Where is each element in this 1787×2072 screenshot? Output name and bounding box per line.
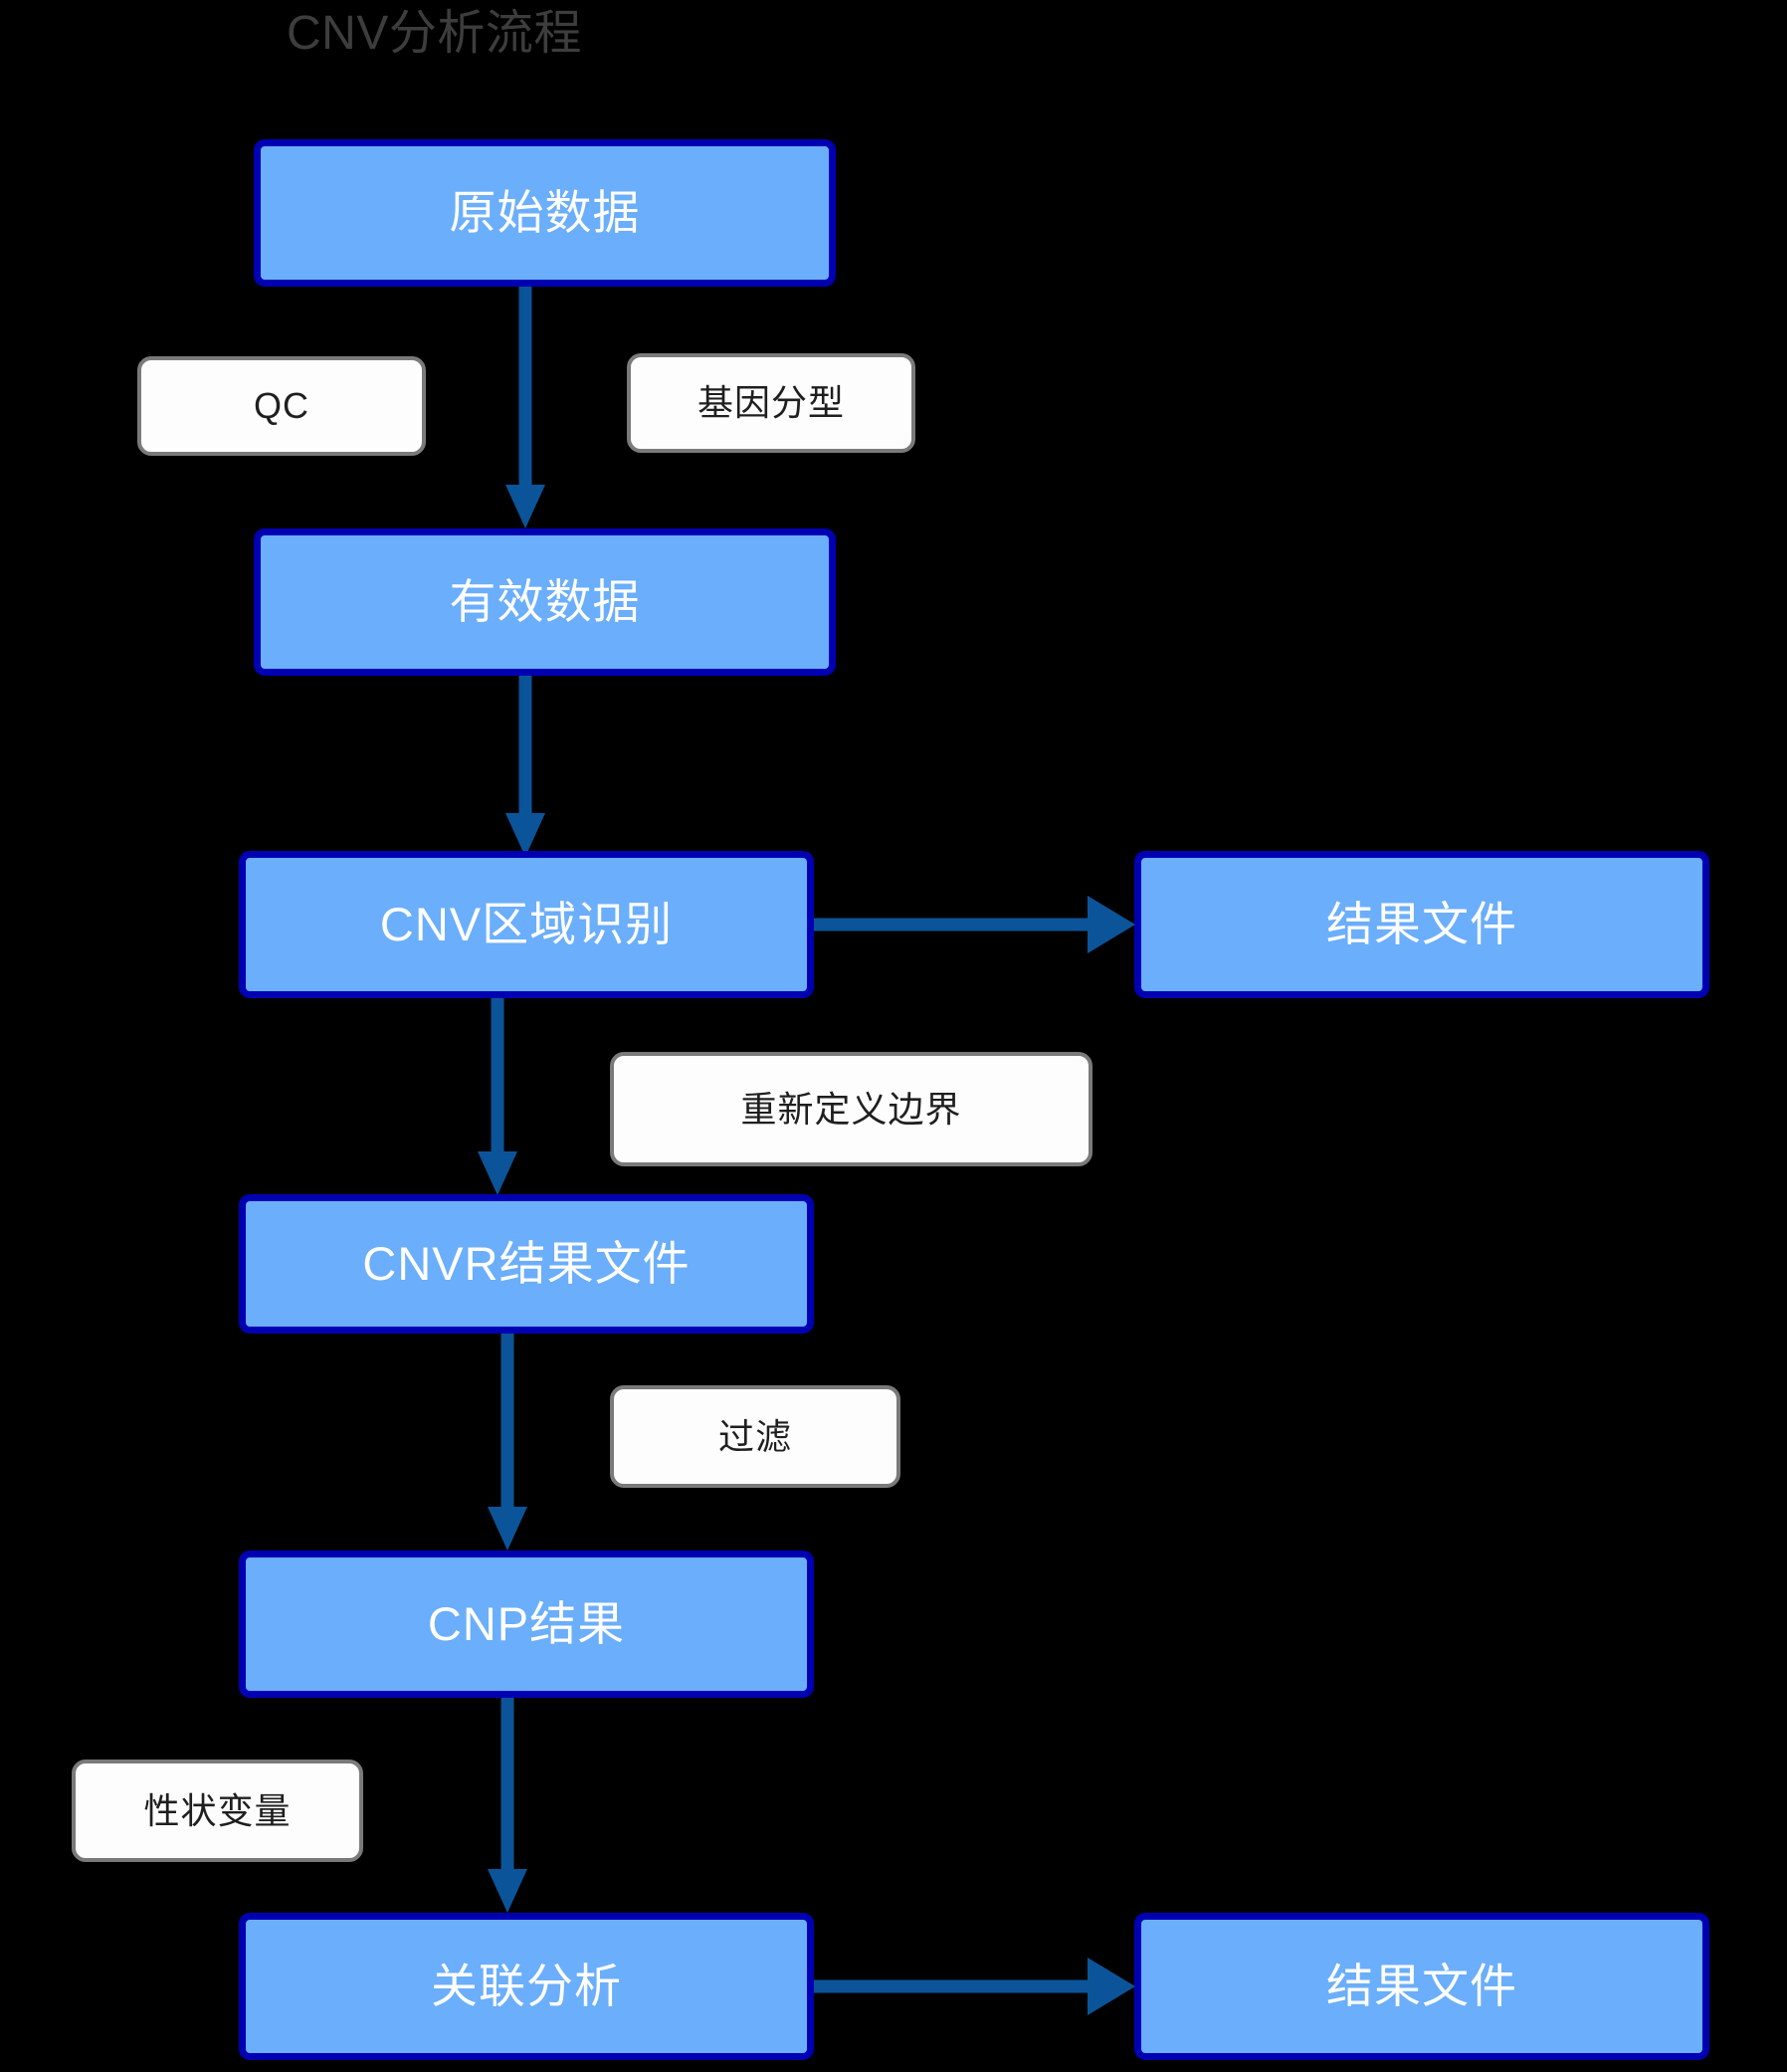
arrow-valid-to-cnv <box>505 676 545 857</box>
node-assoc-analysis-label: 关联分析 <box>431 1960 622 2013</box>
arrow-shaft <box>500 1334 514 1507</box>
arrow-cnp-to-assoc <box>488 1698 527 1913</box>
arrow-cnv-to-result <box>814 896 1135 953</box>
node-result-file-2-label: 结果文件 <box>1326 1960 1517 2013</box>
edge-label-genotyping[interactable]: 基因分型 <box>627 353 915 453</box>
arrow-assoc-to-result <box>814 1958 1135 2015</box>
node-cnv-region-label: CNV区域识别 <box>379 898 674 951</box>
arrow-shaft <box>491 998 504 1151</box>
edge-label-filter[interactable]: 过滤 <box>610 1385 900 1488</box>
edge-label-qc[interactable]: QC <box>137 356 426 456</box>
arrow-shaft <box>814 918 1092 932</box>
arrow-cnv-to-cnvr <box>478 998 517 1195</box>
node-cnp-result-label: CNP结果 <box>427 1597 626 1651</box>
arrow-raw-to-valid <box>505 287 545 528</box>
node-cnvr-result-label: CNVR结果文件 <box>362 1237 691 1291</box>
arrow-shaft <box>518 287 532 485</box>
arrow-head <box>1088 896 1135 953</box>
edge-label-redefine[interactable]: 重新定义边界 <box>610 1052 1092 1166</box>
arrow-shaft <box>814 1979 1092 1993</box>
node-valid-data[interactable]: 有效数据 <box>254 528 836 676</box>
arrow-cnvr-to-cnp <box>488 1334 527 1551</box>
arrow-shaft <box>518 676 532 813</box>
node-result-file-1[interactable]: 结果文件 <box>1134 851 1709 998</box>
node-cnvr-result[interactable]: CNVR结果文件 <box>239 1194 814 1334</box>
edge-label-filter-text: 过滤 <box>717 1415 792 1457</box>
node-cnp-result[interactable]: CNP结果 <box>239 1551 814 1698</box>
node-raw-data-label: 原始数据 <box>449 186 641 240</box>
arrow-shaft <box>500 1698 514 1869</box>
arrow-head <box>488 1869 527 1913</box>
edge-label-genotyping-text: 基因分型 <box>696 382 845 424</box>
arrow-head <box>488 1507 527 1551</box>
node-assoc-analysis[interactable]: 关联分析 <box>239 1913 814 2060</box>
page-title: CNV分析流程 <box>287 7 582 60</box>
arrow-head <box>478 1151 517 1195</box>
node-cnv-region[interactable]: CNV区域识别 <box>239 851 814 998</box>
edge-label-trait[interactable]: 性状变量 <box>72 1760 363 1862</box>
node-result-file-2[interactable]: 结果文件 <box>1134 1913 1709 2060</box>
edge-label-redefine-text: 重新定义边界 <box>740 1088 962 1130</box>
node-raw-data[interactable]: 原始数据 <box>254 139 836 287</box>
node-valid-data-label: 有效数据 <box>449 575 641 629</box>
edge-label-trait-text: 性状变量 <box>143 1789 292 1831</box>
edge-label-qc-text: QC <box>254 385 309 427</box>
arrow-head <box>1088 1958 1135 2015</box>
arrow-head <box>505 485 545 528</box>
arrow-head <box>505 813 545 857</box>
node-result-file-1-label: 结果文件 <box>1326 898 1517 951</box>
